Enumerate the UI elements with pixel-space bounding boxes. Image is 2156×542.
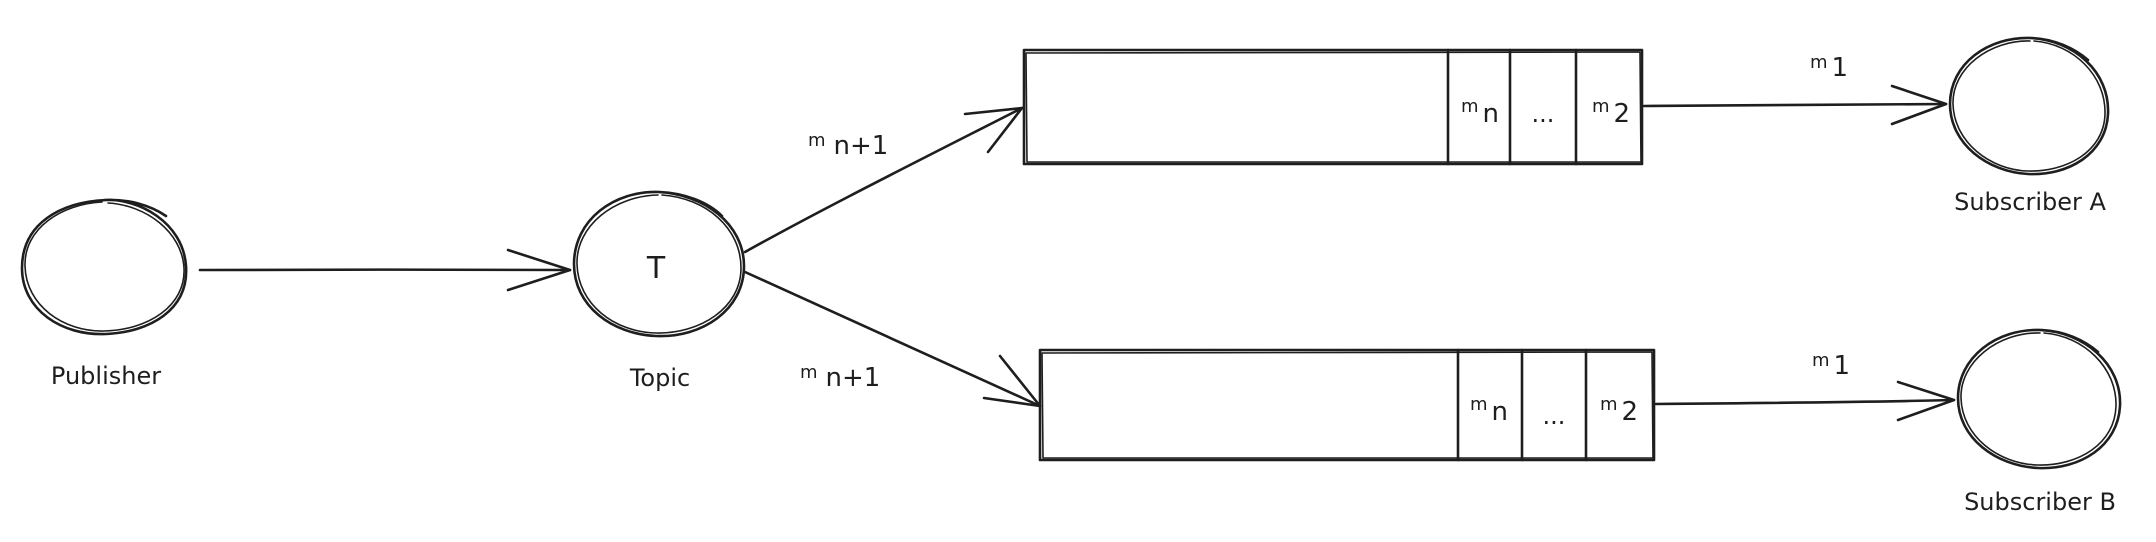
topic-queue-a-label-sub: n+1	[834, 131, 889, 161]
edge-topic-queue-b	[743, 270, 1042, 408]
subscriber-b-circle	[1956, 328, 2122, 470]
topic-queue-b-arrowhead	[982, 354, 1042, 408]
queue-a-sub-a-arrowhead	[1890, 84, 1948, 126]
topic-label: Topic	[629, 364, 690, 392]
queue-a-sub-a-label-sub: 1	[1832, 53, 1849, 83]
subscriber-a-node	[1948, 36, 2110, 176]
queue-a-sub-a-label-base: m	[1810, 52, 1828, 73]
topic-queue-a-label-base: m	[808, 130, 826, 151]
topic-queue-b-line	[743, 270, 1042, 408]
topic-circle	[572, 190, 746, 338]
subscriber-a-circle-overdraw	[1952, 40, 2106, 172]
queue-b-sub-b-arrowhead	[1896, 380, 1956, 422]
edge-queue-b-sub-b	[1654, 380, 1956, 422]
topic-queue-a-line	[743, 106, 1024, 254]
publisher-circle-overdraw	[24, 201, 185, 332]
publisher-circle	[20, 198, 188, 336]
queue-b-sub-b-label-base: m	[1812, 350, 1830, 371]
queue-b-cell-3-sub: 2	[1622, 397, 1639, 427]
queue-a-cell-2: ...	[1532, 100, 1555, 128]
queue-a-cell-3-sub: 2	[1614, 99, 1631, 129]
topic-circle-overdraw	[576, 194, 742, 334]
topic-queue-a-arrowhead	[963, 106, 1024, 154]
subscriber-b-label: Subscriber B	[1964, 488, 2116, 516]
topic-node: T	[572, 190, 746, 338]
subscriber-a-label: Subscriber A	[1954, 188, 2106, 216]
subscriber-a-circle	[1948, 36, 2110, 176]
topic-symbol: T	[646, 251, 666, 286]
queue-b-cell-3-base: m	[1600, 394, 1618, 415]
publisher-node	[20, 198, 188, 336]
topic-queue-b-label-base: m	[800, 362, 818, 383]
subscriber-b-node	[1956, 328, 2122, 470]
queue-b-sub-b-label-sub: 1	[1834, 351, 1851, 381]
publisher-topic-arrowhead	[506, 248, 572, 292]
queue-a-box-overdraw	[1025, 51, 1642, 163]
queue-a-cell-3-base: m	[1592, 96, 1610, 117]
queue-a-box	[1022, 48, 1644, 166]
queue-b-sub-b-line	[1654, 398, 1956, 406]
topic-queue-a-label: m n+1	[808, 130, 888, 161]
edge-publisher-topic	[198, 248, 572, 292]
queue-a-cell-1-base: m	[1461, 96, 1479, 117]
topic-queue-b-label: m n+1	[800, 362, 880, 393]
topic-queue-b-label-sub: n+1	[826, 363, 881, 393]
edge-queue-a-sub-a	[1642, 84, 1948, 126]
queue-b-box	[1038, 348, 1656, 462]
queue-b-cell-1-base: m	[1470, 394, 1488, 415]
subscriber-b-circle-overdraw	[1960, 332, 2117, 466]
queue-b-box-overdraw	[1041, 351, 1654, 459]
queue-b-cell-2: ...	[1543, 402, 1566, 430]
edge-topic-queue-a	[743, 106, 1024, 254]
queue-a-sub-a-line	[1642, 102, 1948, 108]
publisher-label: Publisher	[51, 362, 161, 390]
queue-a-cell-1-sub: n	[1483, 99, 1499, 129]
queue-b-cell-1-sub: n	[1492, 397, 1508, 427]
